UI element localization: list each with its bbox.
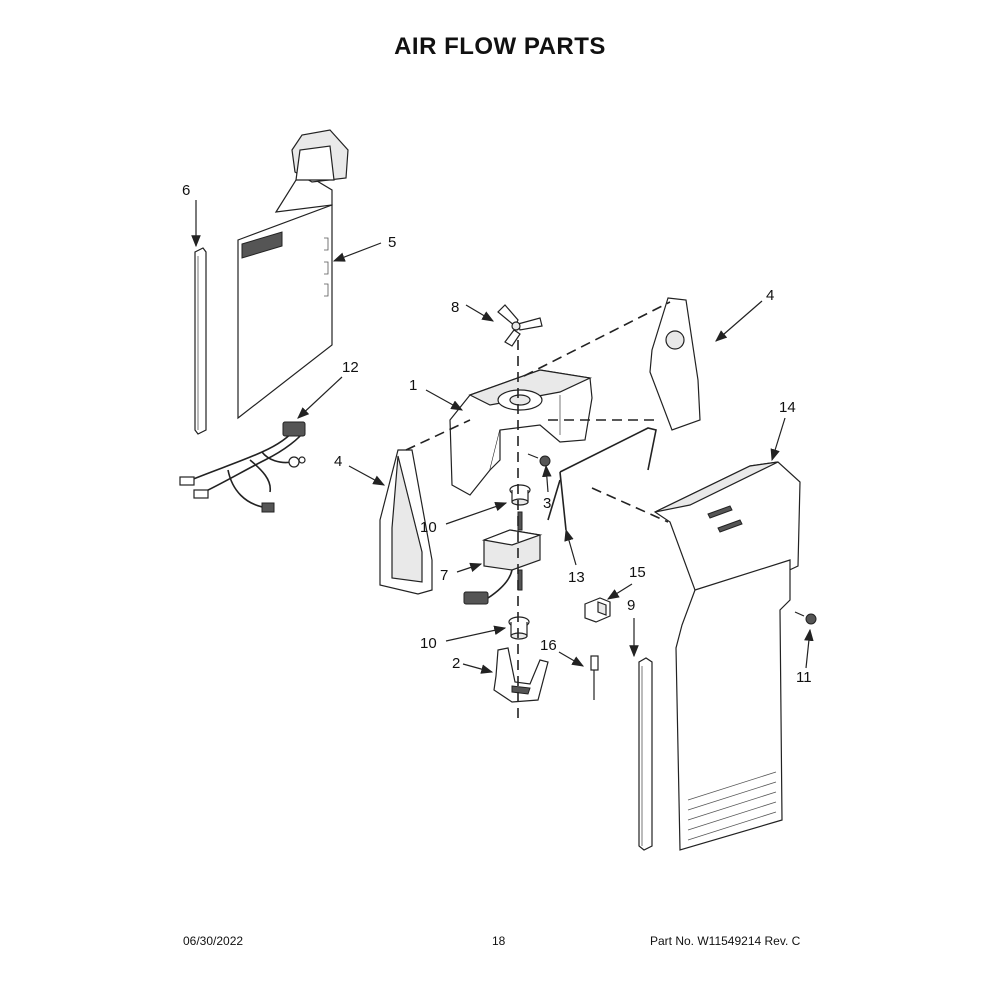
leader-lines xyxy=(191,200,814,674)
callout-6: 6 xyxy=(182,182,190,199)
part-6-seal-strip xyxy=(194,247,207,435)
callout-4-left: 4 xyxy=(334,453,342,470)
part-8-fan-blade xyxy=(497,304,543,347)
callout-11: 11 xyxy=(796,669,812,686)
callout-10-upper: 10 xyxy=(420,519,437,536)
callout-16: 16 xyxy=(540,637,557,654)
callout-7: 7 xyxy=(440,567,448,584)
part-10-lower-grommet xyxy=(508,616,530,640)
part-13-wire-rod xyxy=(547,427,657,531)
part-4-left-duct-plate xyxy=(379,449,433,595)
callout-14: 14 xyxy=(779,399,796,416)
part-12-wire-harness xyxy=(179,421,306,513)
part-3-screw xyxy=(527,453,551,467)
callout-10-lower: 10 xyxy=(420,635,437,652)
callout-3: 3 xyxy=(543,495,551,512)
part-10-upper-grommet xyxy=(509,484,531,506)
callout-13: 13 xyxy=(568,569,585,586)
callout-8: 8 xyxy=(451,299,459,316)
footer-page-number: 18 xyxy=(492,934,506,948)
footer-date: 06/30/2022 xyxy=(183,934,244,948)
callout-15: 15 xyxy=(629,564,646,581)
part-14-rear-panel xyxy=(653,461,801,851)
part-2-motor-bracket xyxy=(493,647,549,703)
callout-5: 5 xyxy=(388,234,396,251)
part-15-clip xyxy=(584,597,611,623)
part-4-right-duct-plate xyxy=(649,297,701,431)
part-1-fan-shroud xyxy=(449,369,593,496)
part-11-screw xyxy=(794,611,817,625)
callout-12: 12 xyxy=(342,359,359,376)
assembly-guide-lines xyxy=(405,301,671,720)
callout-1: 1 xyxy=(409,377,417,394)
footer-part-number: Part No. W11549214 Rev. C xyxy=(650,934,801,948)
part-16-thermistor xyxy=(590,655,599,700)
callout-labels: 6 5 12 8 1 4 4 14 3 10 13 7 15 9 10 16 2… xyxy=(182,182,812,686)
callout-4-right: 4 xyxy=(766,287,774,304)
callout-9: 9 xyxy=(627,597,635,614)
page-title: AIR FLOW PARTS xyxy=(394,33,606,60)
callout-2: 2 xyxy=(452,655,460,672)
part-7-fan-motor xyxy=(463,511,543,605)
part-9-seal-strip xyxy=(638,657,653,851)
part-5-evaporator-cover xyxy=(237,129,349,420)
